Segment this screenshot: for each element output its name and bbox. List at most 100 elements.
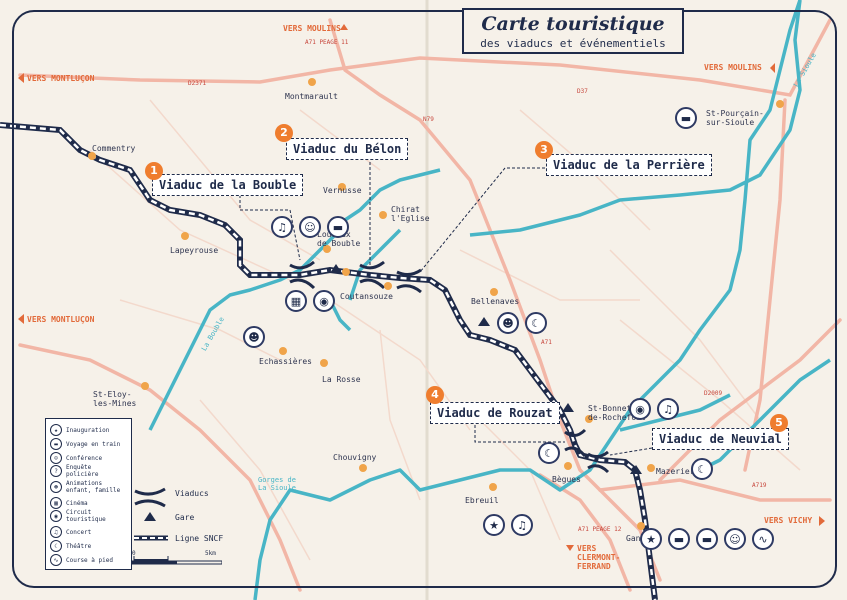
legend-box: ★Inauguration ▬Voyage en train ☺Conféren… <box>45 418 132 570</box>
town-st-bonnet: St-Bonnet- de-Rochefort <box>588 404 646 422</box>
legend-ligne-label: Ligne SNCF <box>175 534 224 543</box>
town-begues: Bègues <box>552 475 581 484</box>
family-icon[interactable]: ☻ <box>497 312 519 334</box>
viaduct-number-2: 2 <box>275 124 293 142</box>
viaduct-label-belon[interactable]: Viaduc du Bélon <box>286 138 409 160</box>
running-icon: ∿ <box>50 554 62 566</box>
viaduct-label-bouble[interactable]: Viaduc de la Bouble <box>152 174 304 196</box>
road-a71-peage-11: A71 PEAGE 11 <box>305 39 349 46</box>
legend-item: ◉Circuit touristique <box>50 509 106 523</box>
scale-ruler <box>132 560 222 565</box>
town-vernusse: Vernusse <box>323 186 362 195</box>
concert-icon: ♫ <box>50 526 62 538</box>
stations <box>330 264 642 474</box>
train-icon[interactable]: ▬ <box>696 528 718 550</box>
legend-item: ∿Course à pied <box>50 554 113 566</box>
train-icon[interactable]: ▬ <box>675 107 697 129</box>
town-la-rosse: La Rosse <box>322 375 361 384</box>
direction-moulins-top: VERS MOULINS <box>283 24 341 33</box>
theatre-icon: ☾ <box>50 540 62 552</box>
concert-icon[interactable]: ♫ <box>657 398 679 420</box>
legend-item: ☺Conférence <box>50 452 102 464</box>
legend-item: ♫Concert <box>50 526 91 538</box>
legend-item: ?Enquête policière <box>50 464 99 478</box>
viaduct-number-4: 4 <box>426 386 444 404</box>
viaduct-number-5: 5 <box>770 414 788 432</box>
road-d2371: D2371 <box>188 80 207 87</box>
inauguration-icon: ★ <box>50 424 62 436</box>
town-st-eloy: St-Eloy- les-Mines <box>93 390 137 408</box>
legend-gare-label: Gare <box>175 513 195 522</box>
road-d37: D37 <box>577 88 588 95</box>
theatre-icon[interactable]: ☾ <box>525 312 547 334</box>
gorges-sioule-label: Gorges de La Sioule <box>258 476 296 492</box>
map-subtitle: des viaducs et événementiels <box>480 37 666 50</box>
inauguration-icon[interactable]: ★ <box>640 528 662 550</box>
viaduct-number-3: 3 <box>535 141 553 159</box>
town-echassieres: Echassières <box>259 357 312 366</box>
town-commentry: Commentry <box>92 144 136 153</box>
viaduct-label-neuvial[interactable]: Viaduc de Neuvial <box>652 428 789 450</box>
family-icon[interactable]: ☻ <box>243 326 265 348</box>
inauguration-icon[interactable]: ★ <box>483 514 505 536</box>
symbol-legend-graphics <box>133 487 169 562</box>
legend-item: ☾Théâtre <box>50 540 91 552</box>
town-dots <box>88 78 784 530</box>
main-roads <box>18 18 842 592</box>
conference-icon[interactable]: ☺ <box>299 216 321 238</box>
road-a719: A719 <box>752 482 767 489</box>
town-chirat: Chirat l'Eglise <box>391 205 430 223</box>
conference-icon[interactable]: ☺ <box>724 528 746 550</box>
legend-item: ★Inauguration <box>50 424 109 436</box>
cinema-icon[interactable]: ▦ <box>285 290 307 312</box>
legend-item: ▬Voyage en train <box>50 438 120 450</box>
direction-montlucon-top: VERS MONTLUÇON <box>27 74 95 83</box>
cinema-icon: ▦ <box>50 497 62 509</box>
train-icon[interactable]: ▬ <box>668 528 690 550</box>
leader-lines <box>239 162 653 456</box>
tour-icon: ◉ <box>50 510 62 522</box>
running-icon[interactable]: ∿ <box>752 528 774 550</box>
viaduct-label-rouzat[interactable]: Viaduc de Rouzat <box>430 402 560 424</box>
direction-montlucon-mid: VERS MONTLUÇON <box>27 315 95 324</box>
map-title: Carte touristique <box>481 13 665 35</box>
family-icon: ☻ <box>50 481 62 493</box>
town-montmarault: Montmarault <box>285 92 338 101</box>
direction-vichy: VERS VICHY <box>764 516 813 525</box>
town-bellenaves: Bellenaves <box>471 297 520 306</box>
viaduct-symbols <box>289 260 610 474</box>
train-icon: ▬ <box>50 438 62 450</box>
concert-icon[interactable]: ♫ <box>511 514 533 536</box>
town-lapeyrouse: Lapeyrouse <box>170 246 219 255</box>
concert-icon[interactable]: ♫ <box>271 216 293 238</box>
town-chouvigny: Chouvigny <box>333 453 377 462</box>
direction-arrows <box>18 24 825 551</box>
viaduct-number-1: 1 <box>145 162 163 180</box>
road-n79: N79 <box>423 116 434 123</box>
viaduct-label-perriere[interactable]: Viaduc de la Perrière <box>546 154 712 176</box>
town-coutansouze: Coutansouze <box>340 292 393 301</box>
town-st-pourcain: St-Pourçain- sur-Sioule <box>706 109 764 127</box>
theatre-icon[interactable]: ☾ <box>538 442 560 464</box>
direction-clermont: VERS CLERMONT- FERRAND <box>577 544 621 571</box>
road-d2009: D2009 <box>704 390 723 397</box>
town-mazerier: Mazerier <box>656 467 695 476</box>
map-frame <box>12 10 837 588</box>
tour-icon[interactable]: ◉ <box>629 398 651 420</box>
legend-item: ▦Cinéma <box>50 497 88 509</box>
scale-start-label: 0 <box>132 550 136 557</box>
direction-moulins-right: VERS MOULINS <box>704 63 762 72</box>
investigation-icon: ? <box>50 465 62 477</box>
conference-icon: ☺ <box>50 452 62 464</box>
viaduct-legend-icon <box>134 487 166 496</box>
scale-end-label: 5km <box>205 550 216 557</box>
train-icon[interactable]: ▬ <box>327 216 349 238</box>
legend-item: ☻Animations enfant, famille <box>50 480 120 494</box>
legend-viaducs-label: Viaducs <box>175 489 209 498</box>
theatre-icon[interactable]: ☾ <box>691 458 713 480</box>
road-a71-peage-12: A71 PEAGE 12 <box>578 526 622 533</box>
tour-icon[interactable]: ◉ <box>313 290 335 312</box>
town-ebreuil: Ebreuil <box>465 496 499 505</box>
station-legend-icon <box>144 512 156 521</box>
